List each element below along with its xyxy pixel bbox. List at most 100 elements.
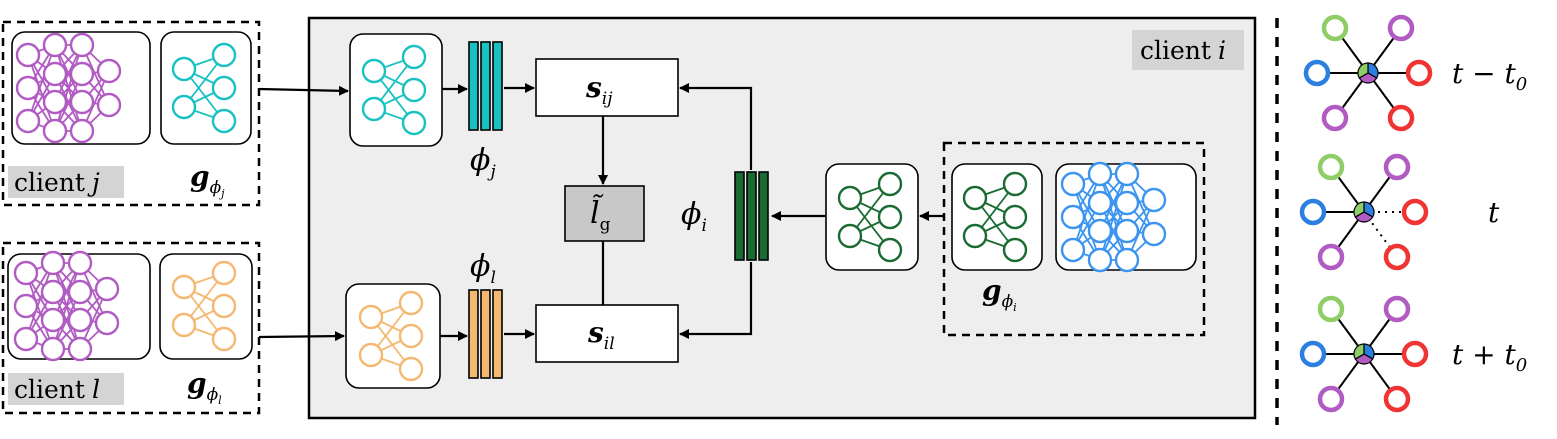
nn-edge: [27, 54, 56, 132]
nn-node: [1114, 247, 1140, 273]
client-l-model-icon: [13, 250, 120, 362]
nn-node: [837, 223, 863, 249]
nn-node: [171, 56, 197, 82]
graph-time-label: t: [1488, 196, 1500, 229]
nn-edge: [52, 262, 81, 350]
nn-edge: [25, 262, 54, 340]
graph-node: [1317, 243, 1345, 271]
nn-node: [94, 276, 120, 302]
nn-node: [13, 293, 39, 319]
nn-edge: [25, 272, 54, 350]
nn-node: [1087, 161, 1113, 187]
nn-node: [1087, 247, 1113, 273]
nn-node: [1002, 237, 1028, 263]
phi-l-label: ϕl: [470, 249, 496, 288]
graph-node: [1383, 153, 1411, 181]
client-j-model-icon: [15, 32, 122, 144]
graph-node: [1383, 295, 1411, 323]
nn-node: [401, 44, 427, 70]
graph-node: [1299, 198, 1327, 226]
nn-node: [1002, 171, 1028, 197]
graph-node: [1321, 14, 1349, 42]
nn-node: [1114, 161, 1140, 187]
client-j-label-bg: [8, 166, 124, 198]
arrow-client-l-to-gl: [258, 331, 345, 342]
graph-center-node: [1353, 201, 1375, 223]
graph-center-node: [1353, 343, 1375, 365]
graph-node: [1383, 385, 1411, 413]
pie-slice: [1357, 62, 1369, 79]
nn-node: [171, 312, 197, 338]
graph-node: [1321, 104, 1349, 132]
nn-node: [42, 32, 68, 58]
phi-i-label: ϕi: [681, 197, 707, 236]
client-i-g-label: gϕi: [982, 274, 1017, 314]
graph-node: [1401, 340, 1429, 368]
graph-snapshot: [1299, 295, 1429, 413]
nn-node: [962, 223, 988, 249]
nn-node: [837, 185, 863, 211]
nn-node: [401, 110, 427, 136]
nn-node: [358, 342, 384, 368]
client-j-g-label: gϕj: [190, 160, 225, 200]
nn-node: [67, 279, 93, 305]
graph-node: [1317, 153, 1345, 181]
nn-node: [13, 326, 39, 352]
phi-j-embedding: [468, 41, 503, 131]
nn-node: [1114, 218, 1140, 244]
client-i-gl-icon: [358, 290, 424, 382]
graph-node: [1401, 198, 1429, 226]
client-i-gi-card: [825, 163, 919, 271]
nn-node: [96, 92, 122, 118]
nn-node: [1060, 171, 1086, 197]
client-l-g-label: gϕl: [187, 367, 222, 407]
client-l-g-card: [159, 253, 253, 360]
nn-node: [1114, 190, 1140, 216]
nn-node: [1060, 204, 1086, 230]
nn-node: [69, 118, 95, 144]
graph-center-node: [1357, 62, 1379, 84]
client-i-local-box: [942, 141, 1206, 337]
client-l-g-icon: [171, 260, 237, 352]
nn-node: [1002, 204, 1028, 230]
nn-node: [69, 89, 95, 115]
arrow-phii-to-sij: [679, 83, 753, 170]
nn-node: [67, 250, 93, 276]
nn-node: [211, 75, 237, 101]
nn-node: [40, 279, 66, 305]
nn-edge: [1072, 173, 1101, 251]
nn-node: [877, 171, 903, 197]
graph-node: [1317, 385, 1345, 413]
s-il-label: sil: [587, 316, 615, 354]
client-i-local-model-icon: [1060, 161, 1167, 273]
phi-j-label: ϕj: [470, 143, 496, 182]
nn-node: [398, 290, 424, 316]
nn-node: [877, 237, 903, 263]
s-ij-label: sij: [585, 71, 613, 109]
nn-node: [15, 75, 41, 101]
pie-slice: [1353, 343, 1365, 360]
client-l-label-bg: [8, 373, 124, 405]
nn-node: [962, 185, 988, 211]
client-i-gl-card: [345, 283, 441, 389]
nn-node: [398, 323, 424, 349]
graph-snapshot: [1299, 153, 1429, 271]
nn-node: [40, 250, 66, 276]
arrows: [258, 83, 944, 342]
nn-node: [42, 61, 68, 87]
client-i-local-g-card: [951, 163, 1043, 271]
nn-node: [211, 108, 237, 134]
client-i-gi-icon: [837, 171, 903, 263]
nn-node: [40, 336, 66, 362]
s-ij-box: [535, 58, 679, 117]
nn-node: [358, 304, 384, 330]
s-il-box: [535, 304, 679, 363]
graph-snapshot: [1303, 14, 1433, 132]
nn-node: [1141, 221, 1167, 247]
nn-node: [1060, 237, 1086, 263]
nn-node: [211, 260, 237, 286]
